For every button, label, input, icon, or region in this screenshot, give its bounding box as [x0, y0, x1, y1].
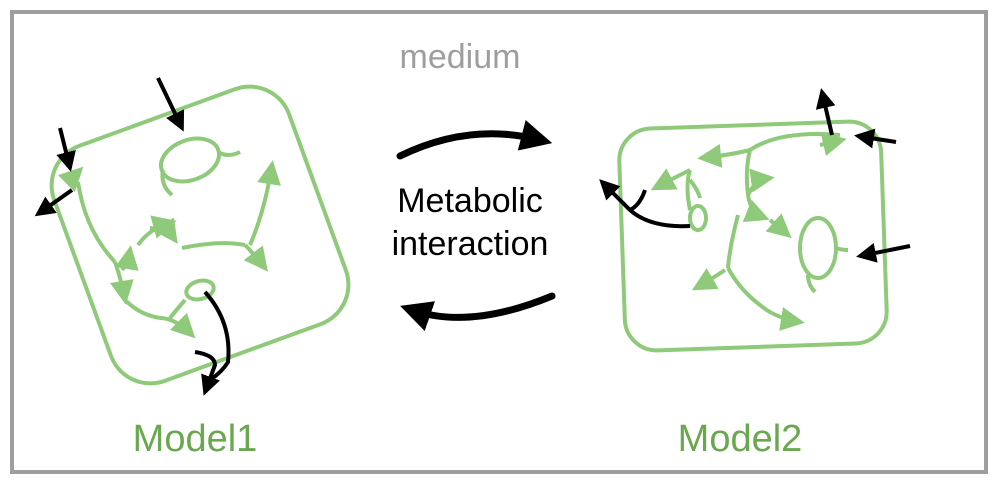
model2-membrane	[617, 119, 889, 353]
interaction-arrows	[396, 120, 556, 332]
model2-cell	[599, 88, 911, 353]
model2-network	[650, 132, 849, 331]
model2-exchange-arrows	[599, 88, 911, 263]
model1-exchange-arrows	[34, 77, 231, 396]
model1-membrane	[49, 84, 351, 386]
model2-label: Model2	[677, 418, 803, 460]
medium-label: medium	[399, 38, 521, 76]
arrow-model2-to-model1	[400, 292, 556, 332]
interaction-label-line1: Metabolic	[397, 182, 543, 220]
model1-cell	[34, 77, 351, 396]
interaction-label-line2: interaction	[391, 225, 549, 263]
arrow-model1-to-model2	[396, 120, 553, 160]
medium-frame	[10, 10, 988, 474]
model1-label: Model1	[132, 418, 258, 460]
model1-network	[57, 136, 281, 339]
metabolic-interaction-label: Metabolic interaction	[370, 180, 570, 266]
